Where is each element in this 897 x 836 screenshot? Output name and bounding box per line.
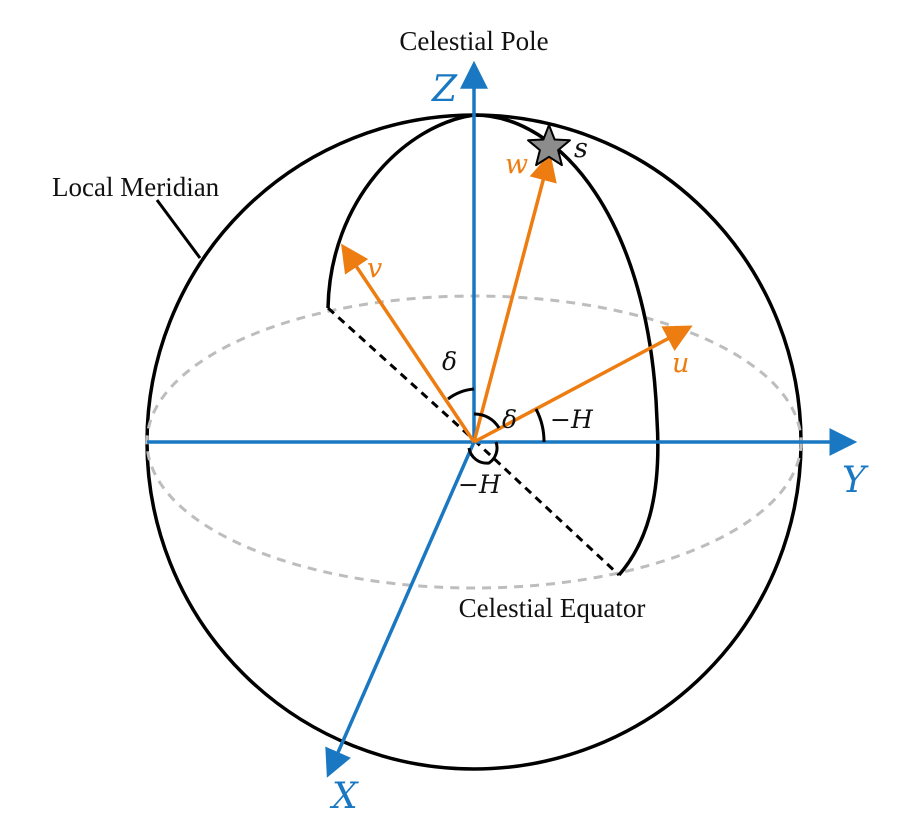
vector-w-label: w: [505, 149, 528, 180]
x-axis: [325, 441, 476, 778]
minus-h-arc-right: [534, 408, 546, 443]
source-label: s: [574, 133, 588, 164]
y-axis-label: Y: [842, 460, 869, 501]
delta-label-left: δ: [442, 347, 457, 376]
vector-u: [473, 325, 693, 444]
minus-h-label-right: −H: [550, 405, 594, 434]
hour-circle-right-arc: [473, 113, 660, 577]
vector-v: [341, 243, 476, 443]
hour-circle-left-arc: [326, 113, 475, 309]
projection-dashed-upper: [326, 306, 476, 442]
source-star-icon: [527, 124, 571, 167]
delta-label-right: δ: [502, 405, 517, 434]
local-meridian-label: Local Meridian: [52, 172, 220, 202]
minus-h-arc-lower: [467, 441, 499, 465]
vector-w: [472, 152, 557, 443]
local-meridian-leader: [155, 199, 202, 259]
z-axis-label: Z: [431, 69, 458, 110]
celestial-pole-label: Celestial Pole: [399, 26, 548, 56]
projection-dashed-lower: [472, 438, 621, 577]
delta-arc-left: [447, 387, 475, 401]
x-axis-label: X: [329, 776, 359, 817]
vector-v-label: v: [367, 253, 382, 284]
vector-u-label: u: [672, 348, 689, 379]
delta-arc-right: [473, 412, 501, 429]
celestial-equator-label: Celestial Equator: [459, 593, 646, 623]
minus-h-label-lower: −H: [458, 470, 502, 499]
